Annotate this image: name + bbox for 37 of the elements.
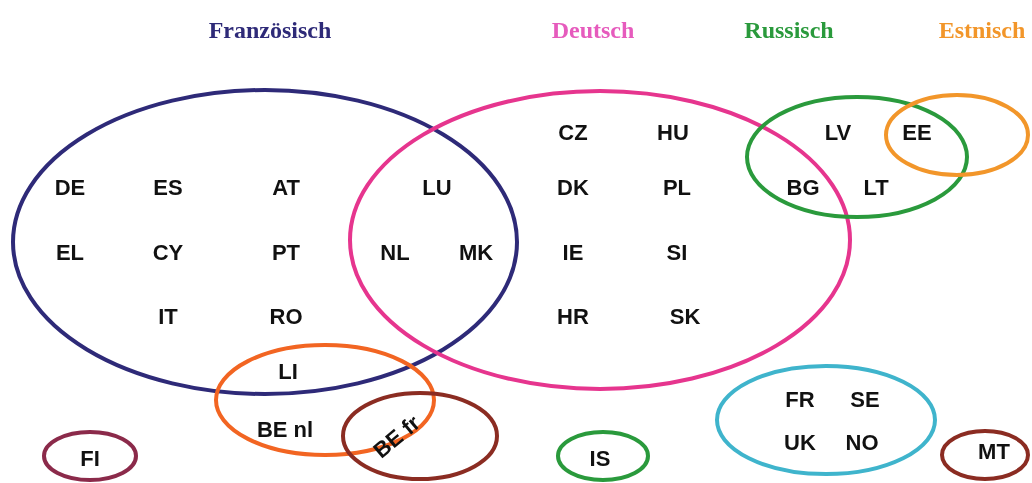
country-code: AT [272,177,300,199]
country-code: HU [657,122,689,144]
language-heading: Estnisch [938,18,1026,42]
country-code: LV [824,122,852,144]
country-code: CZ [558,122,588,144]
country-code: EE [902,122,932,144]
country-code: NO [845,432,879,454]
language-heading: Russisch [744,18,834,42]
language-heading: Deutsch [551,18,635,42]
country-code: LI [278,361,298,383]
country-code: FR [785,389,815,411]
country-code: BG [786,177,820,199]
language-heading: Französisch [208,18,332,42]
country-code: EL [55,242,85,264]
country-code: MT [978,441,1010,463]
country-code: ES [153,177,183,199]
country-code: SI [666,242,688,264]
country-code: IE [562,242,584,264]
country-code: SE [850,389,880,411]
country-code: CY [152,242,184,264]
country-code: DE [54,177,86,199]
country-code: RO [269,306,303,328]
country-code: DK [557,177,589,199]
country-code: HR [557,306,589,328]
country-code: FI [80,448,100,470]
country-code: UK [784,432,816,454]
country-code: SK [669,306,701,328]
country-code: PT [271,242,301,264]
country-code: MK [458,242,494,264]
country-code: BE nl [256,419,314,441]
country-code: BE fr [369,411,425,463]
country-code: NL [380,242,410,264]
country-code: LU [422,177,452,199]
country-code: IT [158,306,178,328]
country-code: LT [863,177,889,199]
country-code: IS [589,448,611,470]
country-code: PL [662,177,692,199]
